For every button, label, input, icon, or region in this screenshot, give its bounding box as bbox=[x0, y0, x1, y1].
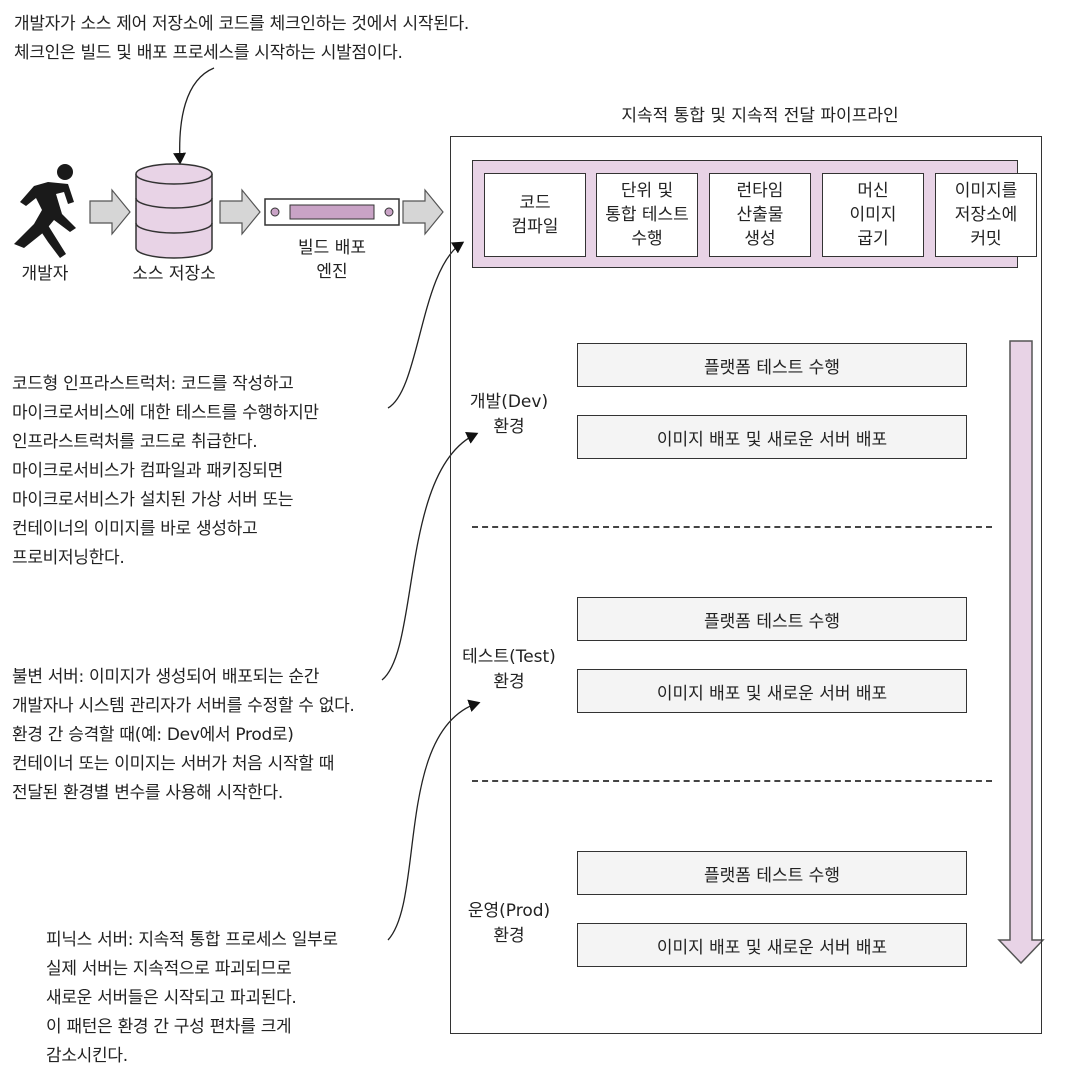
pipeline-box bbox=[450, 136, 1042, 1034]
pipeline-progress-arrow bbox=[997, 340, 1045, 965]
stage-line: 이미지 bbox=[849, 205, 897, 225]
test-platform-test-step: 플랫폼 테스트 수행 bbox=[577, 597, 967, 641]
phoenix-note-line: 새로운 서버들은 시작되고 파괴된다. bbox=[46, 988, 297, 1008]
note-arrow bbox=[387, 241, 465, 409]
engine-label: 빌드 배포 엔진 bbox=[266, 236, 398, 284]
immutable-note-line: 전달된 환경별 변수를 사용해 시작한다. bbox=[12, 783, 283, 803]
iac-note-line: 코드형 인프라스트럭처: 코드를 작성하고 bbox=[12, 374, 294, 394]
env-label-line: 운영(Prod) bbox=[467, 901, 551, 921]
flow-arrow bbox=[89, 188, 131, 236]
env-label-prod: 운영(Prod) 환경 bbox=[444, 899, 574, 949]
test-deploy-step: 이미지 배포 및 새로운 서버 배포 bbox=[577, 669, 967, 713]
stage-unit-integration-test: 단위 및 통합 테스트 수행 bbox=[596, 173, 698, 257]
stage-line: 런타임 bbox=[736, 181, 784, 201]
iac-note-line: 인프라스트럭처를 코드로 취급한다. bbox=[12, 432, 258, 452]
stage-compile: 코드 컴파일 bbox=[484, 173, 586, 257]
iac-note-line: 마이크로서비스에 대한 테스트를 수행하지만 bbox=[12, 403, 319, 423]
top-note-line: 체크인은 빌드 및 배포 프로세스를 시작하는 시발점이다. bbox=[14, 43, 403, 63]
developer-label: 개발자 bbox=[21, 264, 69, 284]
phoenix-note-line: 이 패턴은 환경 간 구성 편차를 크게 bbox=[46, 1017, 292, 1037]
env-divider bbox=[472, 526, 992, 528]
env-divider bbox=[472, 780, 992, 782]
engine-label-line: 빌드 배포 bbox=[298, 238, 366, 258]
dev-platform-test-step: 플랫폼 테스트 수행 bbox=[577, 343, 967, 387]
top-note-line: 개발자가 소스 제어 저장소에 코드를 체크인하는 것에서 시작된다. bbox=[14, 14, 470, 34]
iac-note: 코드형 인프라스트럭처: 코드를 작성하고 마이크로서비스에 대한 테스트를 수… bbox=[12, 370, 319, 573]
iac-note-line: 프로비저닝한다. bbox=[12, 548, 125, 568]
engine-label-line: 엔진 bbox=[316, 262, 348, 282]
immutable-note-line: 불변 서버: 이미지가 생성되어 배포되는 순간 bbox=[12, 667, 320, 687]
immutable-note-line: 환경 간 승격할 때(예: Dev에서 Prod로) bbox=[12, 725, 294, 745]
env-label-line: 개발(Dev) bbox=[469, 392, 549, 412]
immutable-note-line: 개발자나 시스템 관리자가 서버를 수정할 수 없다. bbox=[12, 696, 355, 716]
flow-arrow bbox=[219, 188, 261, 236]
stage-line: 저장소에 bbox=[954, 205, 1018, 225]
flow-arrow bbox=[402, 188, 444, 236]
stage-commit-image: 이미지를 저장소에 커밋 bbox=[935, 173, 1037, 257]
stage-line: 컴파일 bbox=[511, 217, 559, 237]
phoenix-note-line: 피닉스 서버: 지속적 통합 프로세스 일부로 bbox=[46, 930, 338, 950]
dev-deploy-step: 이미지 배포 및 새로운 서버 배포 bbox=[577, 415, 967, 459]
note-arrow bbox=[387, 699, 481, 941]
top-note: 개발자가 소스 제어 저장소에 코드를 체크인하는 것에서 시작된다. 체크인은… bbox=[14, 10, 469, 68]
stage-line: 통합 테스트 bbox=[605, 205, 689, 225]
env-label-test: 테스트(Test) 환경 bbox=[444, 645, 574, 695]
iac-note-line: 컨테이너의 이미지를 바로 생성하고 bbox=[12, 519, 258, 539]
iac-note-line: 마이크로서비스가 컴파일과 패키징되면 bbox=[12, 461, 283, 481]
stage-line: 코드 bbox=[519, 193, 551, 213]
stage-bake-image: 머신 이미지 굽기 bbox=[822, 173, 924, 257]
phoenix-note-line: 실제 서버는 지속적으로 파괴되므로 bbox=[46, 959, 292, 979]
database-icon bbox=[135, 163, 213, 259]
server-rack-icon bbox=[264, 198, 400, 226]
iac-note-line: 마이크로서비스가 설치된 가상 서버 또는 bbox=[12, 490, 294, 510]
immutable-note: 불변 서버: 이미지가 생성되어 배포되는 순간 개발자나 시스템 관리자가 서… bbox=[12, 663, 355, 808]
stage-line: 커밋 bbox=[970, 229, 1002, 249]
pipeline-title: 지속적 통합 및 지속적 전달 파이프라인 bbox=[621, 106, 899, 126]
phoenix-note: 피닉스 서버: 지속적 통합 프로세스 일부로 실제 서버는 지속적으로 파괴되… bbox=[46, 926, 338, 1071]
stage-line: 머신 bbox=[857, 181, 889, 201]
stage-line: 생성 bbox=[744, 229, 776, 249]
note-arrow bbox=[381, 432, 479, 681]
stage-line: 수행 bbox=[631, 229, 663, 249]
phoenix-note-line: 감소시킨다. bbox=[46, 1046, 128, 1066]
stage-line: 이미지를 bbox=[954, 181, 1018, 201]
stage-line: 산출물 bbox=[736, 205, 784, 225]
repo-label: 소스 저장소 bbox=[132, 264, 216, 284]
env-label-line: 환경 bbox=[493, 672, 525, 692]
stage-line: 굽기 bbox=[857, 229, 889, 249]
env-label-line: 테스트(Test) bbox=[462, 647, 556, 667]
immutable-note-line: 컨테이너 또는 이미지는 서버가 처음 시작할 때 bbox=[12, 754, 335, 774]
env-label-line: 환경 bbox=[493, 417, 525, 437]
note-arrow bbox=[173, 67, 215, 165]
stage-line: 단위 및 bbox=[620, 181, 674, 201]
env-label-dev: 개발(Dev) 환경 bbox=[444, 390, 574, 440]
env-label-line: 환경 bbox=[493, 926, 525, 946]
runner-icon bbox=[14, 164, 76, 258]
prod-deploy-step: 이미지 배포 및 새로운 서버 배포 bbox=[577, 923, 967, 967]
prod-platform-test-step: 플랫폼 테스트 수행 bbox=[577, 851, 967, 895]
stage-runtime-artifact: 런타임 산출물 생성 bbox=[709, 173, 811, 257]
